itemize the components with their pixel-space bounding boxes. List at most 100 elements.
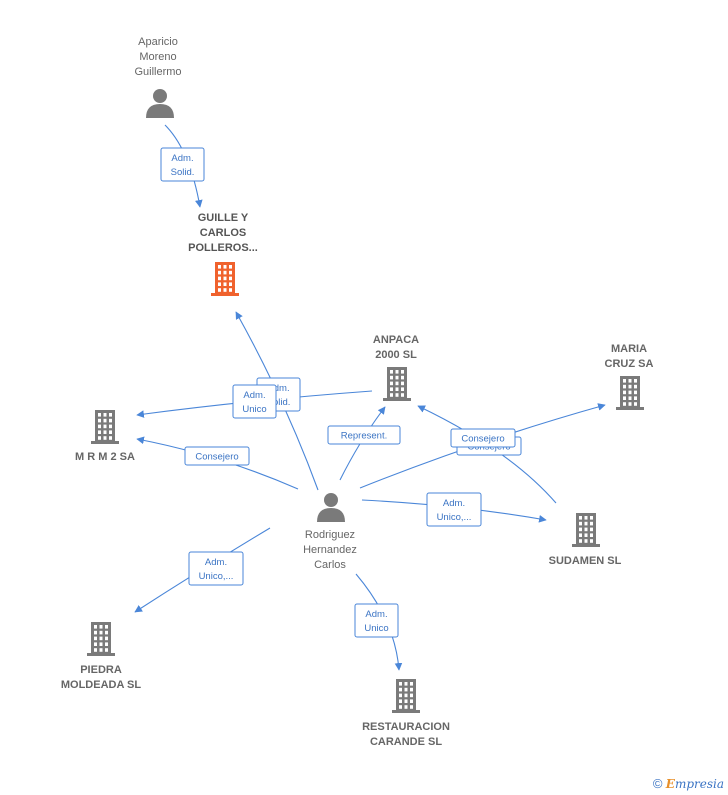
building-base <box>91 441 119 444</box>
building-window <box>223 276 227 281</box>
edge-label-line: Adm. <box>205 557 227 568</box>
edge-label-rodriguez-to-piedra[interactable]: Adm.Unico,... <box>188 551 244 586</box>
building-window <box>98 424 101 429</box>
building-icon[interactable] <box>616 376 644 410</box>
building-icon[interactable] <box>91 410 119 444</box>
building-window <box>109 436 112 440</box>
building-window <box>579 533 582 537</box>
building-window <box>218 265 221 269</box>
node-guille[interactable]: GUILLE YCARLOSPOLLEROS... <box>188 212 258 296</box>
building-window <box>218 288 221 292</box>
edge-label-box <box>188 551 244 586</box>
building-window <box>579 539 582 543</box>
edge-label-line: Adm. <box>365 609 387 620</box>
node-label-line: CARANDE SL <box>370 736 442 748</box>
building-icon[interactable] <box>392 679 420 713</box>
edge-label-box <box>160 147 205 182</box>
building-window <box>395 375 399 380</box>
edge-label-box <box>232 384 277 419</box>
building-window <box>410 682 413 686</box>
node-label-line: Aparicio <box>138 36 178 48</box>
edge-label-line: Solid. <box>267 397 291 408</box>
edge-label-box <box>327 425 401 445</box>
building-window <box>395 381 399 386</box>
person-icon[interactable] <box>317 493 345 522</box>
edge-label-line: Solid. <box>171 167 195 178</box>
building-window <box>218 282 221 286</box>
building-window <box>579 516 582 520</box>
building-window <box>395 393 399 397</box>
building-icon[interactable] <box>211 262 239 296</box>
building-window <box>628 396 632 400</box>
building-window <box>410 699 413 703</box>
edge-label-line: Unico <box>242 404 266 415</box>
node-mrm2[interactable]: M R M 2 SA <box>75 410 135 463</box>
building-window <box>390 387 393 391</box>
building-window <box>94 625 97 629</box>
edge-label-box <box>184 446 250 466</box>
edge-label-aparicio-to-guille[interactable]: Adm. Solid. <box>160 147 205 182</box>
building-window <box>623 379 626 383</box>
building-window <box>229 276 232 281</box>
building-window <box>109 413 112 417</box>
building-window <box>410 705 413 709</box>
node-label-line: SUDAMEN SL <box>549 555 622 567</box>
building-icon[interactable] <box>383 367 411 401</box>
edge-label-anpaca-to-mrm2[interactable]: Adm. Unico <box>232 384 277 419</box>
building-window <box>404 687 408 692</box>
building-window <box>579 527 582 532</box>
building-window <box>401 370 404 374</box>
building-window <box>103 436 107 440</box>
building-window <box>399 693 402 698</box>
edge-label-rodriguez-to-sudamen[interactable]: Adm.Unico,... <box>426 492 482 527</box>
person-body <box>317 508 345 522</box>
edge-label-line: Adm. <box>171 153 193 164</box>
edge-label-box <box>426 492 482 527</box>
building-window <box>223 288 227 292</box>
node-label-line: Hernandez <box>303 544 357 556</box>
building-window <box>229 265 232 269</box>
person-icon[interactable] <box>146 89 174 118</box>
building-window <box>634 384 637 389</box>
edge-label-rodriguez-to-anpaca[interactable]: Represent. <box>327 425 401 445</box>
building-window <box>98 413 101 417</box>
building-icon[interactable] <box>87 622 115 656</box>
building-base <box>392 710 420 713</box>
building-window <box>590 539 593 543</box>
building-window <box>390 393 393 397</box>
edge-label-line: Adm. <box>443 498 465 509</box>
edge-label-rodriguez-to-maria[interactable]: Consejero <box>450 428 516 448</box>
building-window <box>399 699 402 703</box>
footer-brand[interactable]: © Empresia <box>653 776 724 791</box>
building-window <box>579 521 582 526</box>
building-window <box>628 390 632 395</box>
node-label-line: POLLEROS... <box>188 242 258 254</box>
edge-label-line: Consejero <box>195 452 238 463</box>
building-icon[interactable] <box>572 513 600 547</box>
building-window <box>404 699 408 703</box>
building-window <box>105 642 108 646</box>
building-window <box>109 430 112 434</box>
building-window <box>395 370 399 374</box>
edge-label-line: Adm. <box>243 390 265 401</box>
building-window <box>623 396 626 400</box>
edge-label-rodriguez-to-mrm2[interactable]: Consejero <box>184 446 250 466</box>
building-base <box>572 544 600 547</box>
building-window <box>94 642 97 646</box>
edge-label-line: Adm. <box>267 383 289 394</box>
building-window <box>218 276 221 281</box>
node-sudamen[interactable]: SUDAMEN SL <box>549 513 622 567</box>
building-window <box>634 390 637 395</box>
building-window <box>401 375 404 380</box>
edge-label-rodriguez-to-restauracion[interactable]: Adm.Unico <box>354 603 399 638</box>
building-window <box>623 402 626 406</box>
building-window <box>99 636 103 641</box>
